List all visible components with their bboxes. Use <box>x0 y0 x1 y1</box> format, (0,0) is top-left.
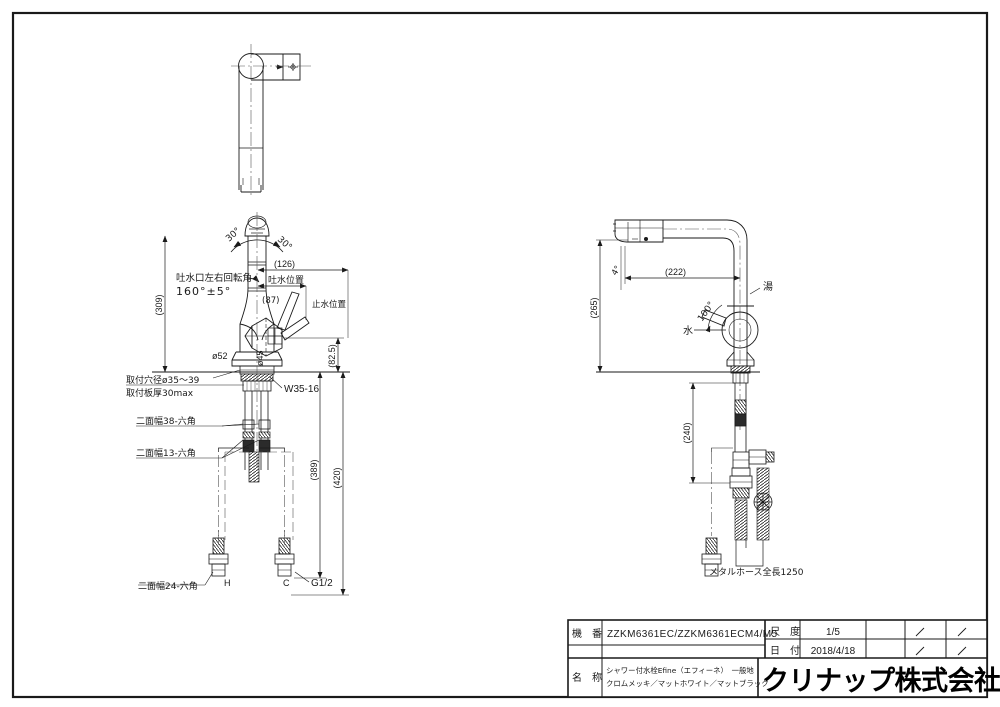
svg-text:(309): (309) <box>154 294 164 315</box>
port-c-label: C <box>283 578 290 588</box>
dimension-126: (126) <box>257 259 349 273</box>
dimension-240: (240) <box>682 382 735 484</box>
svg-text:(420): (420) <box>332 467 342 488</box>
discharge-position-label: 止水位置 <box>312 299 347 310</box>
titleblock-date-label: 日 付 <box>770 644 800 657</box>
lever-angle-100-label: 100° <box>696 300 717 324</box>
rotation-angle-30-right: 30° <box>275 235 294 253</box>
titleblock-name-label: 名 称 <box>572 671 602 684</box>
svg-text:吐水位置: 吐水位置 <box>268 274 304 285</box>
thread-w35-16-label: W35-16 <box>284 384 319 395</box>
dimension-82-5: (82.5) <box>327 337 341 373</box>
left-elevation-view: 30° 30° 吐水口左右回転角 160°±5° (87) 止水 <box>126 212 350 596</box>
svg-text:(240): (240) <box>682 422 692 443</box>
titleblock-name-line2: クロムメッキ／マットホワイト／マットブラック <box>606 679 769 688</box>
shutoff-position-label: (87) <box>262 296 279 306</box>
titleblock-date-value: 2018/4/18 <box>811 646 856 657</box>
hex-24-label: 二面幅24-六角 <box>138 580 198 592</box>
svg-text:(222): (222) <box>665 267 686 277</box>
cold-water-label: 水 <box>683 325 693 337</box>
metal-hose-length-label: メタルホース全長1250 <box>709 566 804 578</box>
hex-38-label: 二面幅38-六角 <box>136 415 196 427</box>
spout-rotation-label: 吐水口左右回転角 <box>176 272 252 284</box>
titleblock-model-label: 機 番 <box>572 627 602 640</box>
right-elevation-view: 100° 水 湯 <box>589 219 804 578</box>
mounting-hole-diameter-label: 取付穴径ø35～39 <box>126 374 200 386</box>
hex-13-label: 二面幅13-六角 <box>136 447 196 459</box>
thread-g12-label: G1/2 <box>311 578 333 589</box>
svg-text:(389): (389) <box>309 459 319 480</box>
titleblock-scale-value: 1/5 <box>826 627 840 638</box>
dimension-389: (389) <box>309 371 323 579</box>
svg-text:(126): (126) <box>274 259 295 269</box>
top-view-spout-plan <box>231 44 312 198</box>
titleblock-model-value: ZZKM6361EC/ZZKM6361ECM4/M5 <box>607 629 777 640</box>
mounting-plate-thickness-label: 取付板厚30max <box>126 387 194 399</box>
titleblock-scale-label: 尺 度 <box>770 625 800 638</box>
titleblock-name-line1: シャワー付水栓Efine（エフィーネ） 一般地 <box>606 666 754 675</box>
sheet-border <box>11 11 989 699</box>
port-h-label: H <box>224 578 231 588</box>
company-name-logo: クリナップ株式会社 <box>762 665 1000 697</box>
titleblock-slash-marks <box>915 627 967 656</box>
svg-text:(82.5): (82.5) <box>327 344 337 368</box>
spout-rotation-value: 160°±5° <box>176 285 231 298</box>
angle-4-label: 4° <box>610 264 623 277</box>
title-block: 機 番 ZZKM6361EC/ZZKM6361ECM4/M5 名 称 シャワー付… <box>567 619 1000 698</box>
diameter-52-label: ø52 <box>212 351 228 361</box>
dimension-222: (222) <box>620 246 741 290</box>
dimension-265: (265) <box>589 239 760 373</box>
hot-water-label: 湯 <box>763 280 773 293</box>
dimension-87: 吐水位置 <box>257 274 307 289</box>
diameter-45-label: ø45 <box>255 350 265 366</box>
dimension-309: (309) <box>154 235 168 373</box>
rotation-angle-30-left: 30° <box>224 226 243 244</box>
dimension-420: (420) <box>332 371 346 596</box>
svg-text:(265): (265) <box>589 297 599 318</box>
